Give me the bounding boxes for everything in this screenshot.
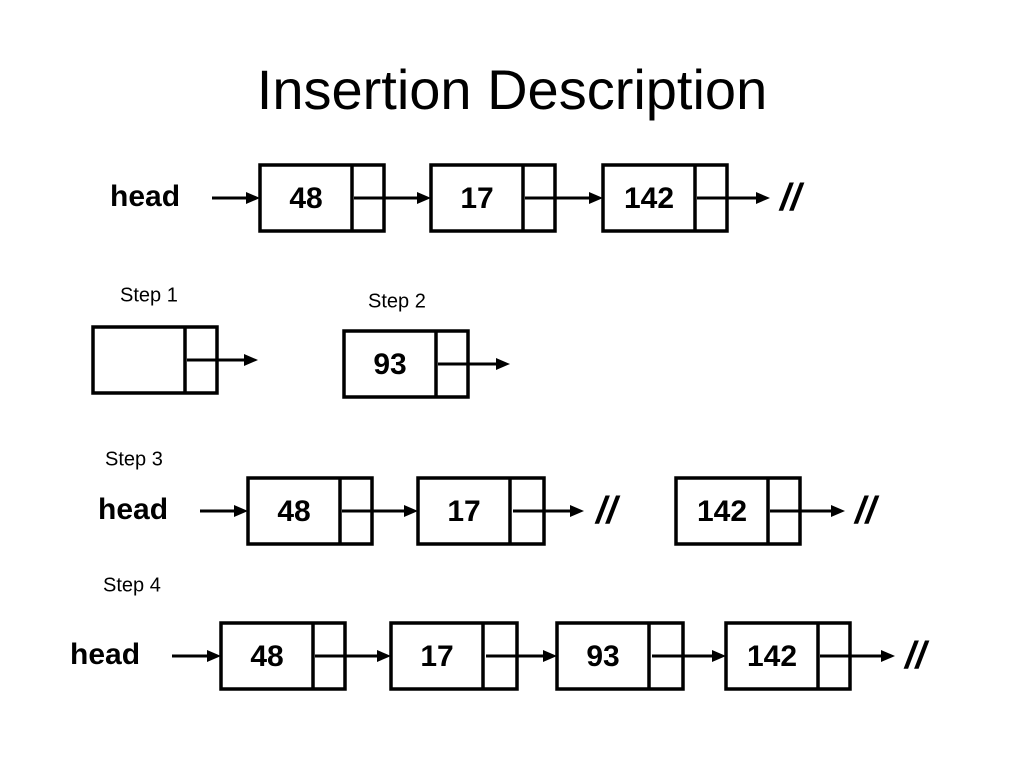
node-value: 48 — [277, 495, 310, 528]
null-marker: // — [594, 490, 621, 532]
node-value: 48 — [250, 640, 283, 673]
node-value: 142 — [624, 182, 674, 215]
node-value: 93 — [373, 348, 406, 381]
next-pointer-head — [244, 354, 258, 366]
null-marker: // — [903, 635, 930, 677]
null-marker: // — [778, 177, 805, 219]
next-pointer-head — [417, 192, 431, 204]
null-marker: // — [853, 490, 880, 532]
node-value: 17 — [460, 182, 493, 215]
next-pointer-head — [881, 650, 895, 662]
node-value: 17 — [420, 640, 453, 673]
head-label: head — [110, 180, 180, 213]
head-label: head — [70, 638, 140, 671]
next-pointer-head — [543, 650, 557, 662]
step-label: Step 2 — [368, 290, 426, 312]
next-pointer-head — [756, 192, 770, 204]
head-arrow-head — [234, 505, 248, 517]
node-value: 48 — [289, 182, 322, 215]
head-label: head — [98, 493, 168, 526]
next-pointer-head — [831, 505, 845, 517]
node-value: 142 — [697, 495, 747, 528]
node-value: 17 — [447, 495, 480, 528]
next-pointer-head — [496, 358, 510, 370]
step-label: Step 1 — [120, 284, 178, 306]
next-pointer-head — [589, 192, 603, 204]
next-pointer-head — [570, 505, 584, 517]
next-pointer-head — [404, 505, 418, 517]
step-label: Step 3 — [105, 448, 163, 470]
node-value: 93 — [586, 640, 619, 673]
node-box — [342, 329, 470, 399]
next-pointer-head — [377, 650, 391, 662]
step-label: Step 4 — [103, 574, 161, 596]
slide-title: Insertion Description — [256, 58, 768, 121]
next-pointer-head — [712, 650, 726, 662]
head-arrow-head — [207, 650, 221, 662]
head-arrow-head — [246, 192, 260, 204]
node-value: 142 — [747, 640, 797, 673]
